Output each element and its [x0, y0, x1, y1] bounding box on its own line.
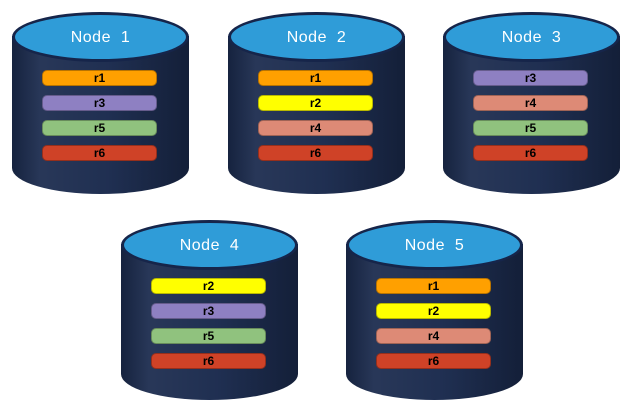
cylinder-top: Node 2	[228, 12, 405, 62]
partition-bar: r6	[151, 353, 266, 369]
partition-bar: r6	[376, 353, 491, 369]
node-title: Node 5	[404, 237, 465, 254]
partition-bar: r6	[473, 145, 588, 161]
partition-list: r2 r3 r5 r6	[151, 278, 266, 369]
partition-bar: r2	[376, 303, 491, 319]
partition-bar: r1	[258, 70, 373, 86]
partition-bar: r4	[376, 328, 491, 344]
cylinder-body	[443, 36, 620, 194]
partition-bar: r5	[42, 120, 157, 136]
cylinder-top: Node 5	[346, 220, 523, 270]
partition-bar: r3	[42, 95, 157, 111]
partition-list: r3 r4 r5 r6	[473, 70, 588, 161]
partition-list: r1 r2 r4 r6	[376, 278, 491, 369]
partition-bar: r1	[376, 278, 491, 294]
partition-bar: r6	[42, 145, 157, 161]
partition-bar: r3	[473, 70, 588, 86]
partition-bar: r4	[473, 95, 588, 111]
partition-bar: r2	[258, 95, 373, 111]
node-title: Node 2	[286, 29, 347, 46]
node-3: Node 3 r3 r4 r5 r6	[443, 12, 620, 194]
partition-bar: r6	[258, 145, 373, 161]
partition-bar: r3	[151, 303, 266, 319]
node-title: Node 3	[501, 29, 562, 46]
cylinder-body	[121, 244, 298, 400]
partition-list: r1 r2 r4 r6	[258, 70, 373, 161]
cylinder-top: Node 4	[121, 220, 298, 270]
partition-bar: r1	[42, 70, 157, 86]
partition-bar: r4	[258, 120, 373, 136]
cylinder-body	[12, 36, 189, 194]
cylinder-top: Node 1	[12, 12, 189, 62]
partition-list: r1 r3 r5 r6	[42, 70, 157, 161]
cylinder-top: Node 3	[443, 12, 620, 62]
node-1: Node 1 r1 r3 r5 r6	[12, 12, 189, 194]
partition-bar: r2	[151, 278, 266, 294]
cylinder-body	[346, 244, 523, 400]
node-title: Node 4	[179, 237, 240, 254]
partition-bar: r5	[151, 328, 266, 344]
node-title: Node 1	[70, 29, 131, 46]
cylinder-body	[228, 36, 405, 194]
node-4: Node 4 r2 r3 r5 r6	[121, 220, 298, 400]
partition-bar: r5	[473, 120, 588, 136]
node-5: Node 5 r1 r2 r4 r6	[346, 220, 523, 400]
node-2: Node 2 r1 r2 r4 r6	[228, 12, 405, 194]
